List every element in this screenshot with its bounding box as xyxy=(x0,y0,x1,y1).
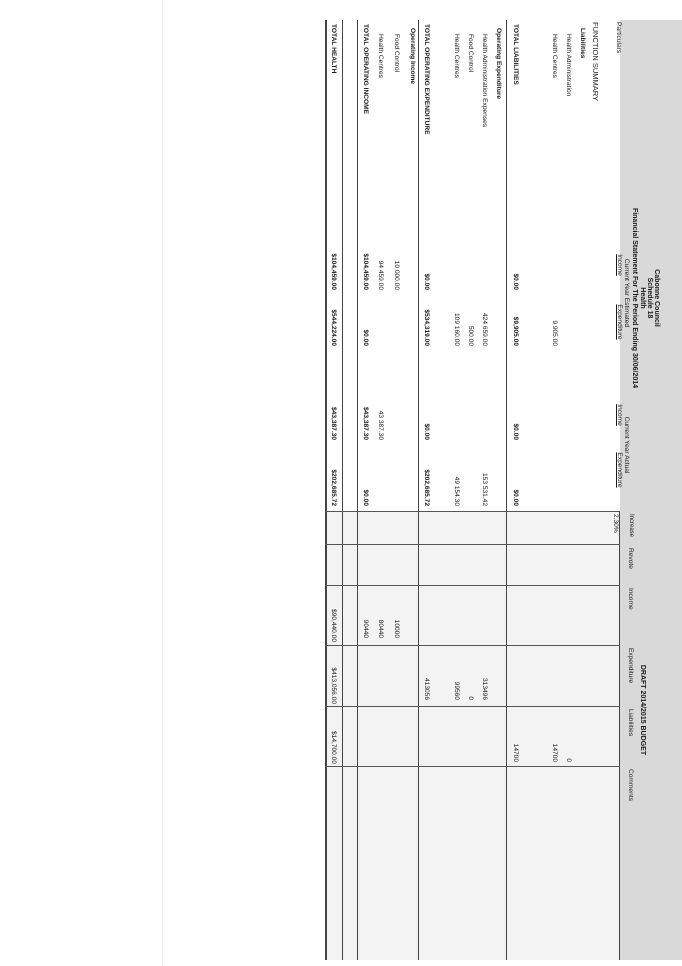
est-exp-health-centres-liab: 9 905.00 xyxy=(551,320,558,346)
total-income-rule xyxy=(357,20,358,960)
act-inc-total-health: $43,387.30 xyxy=(330,406,337,440)
est-inc-total-operating-income: $104,459.00 xyxy=(362,253,369,290)
draft-inc-total-health: $90,440.00 xyxy=(330,608,337,642)
draft-inc-total-operating-income: 90440 xyxy=(362,619,369,638)
col-divider-1 xyxy=(325,511,620,512)
row-food-control-exp-label: Food Control xyxy=(467,34,474,73)
schedule-number: Schedule 18 xyxy=(646,277,653,319)
draft-exp-food-control: 0 xyxy=(467,696,474,700)
revote-header: Revote xyxy=(627,548,634,569)
table-bottom-rule xyxy=(325,20,327,960)
actual-income-header: Income xyxy=(616,404,623,426)
draft-liab-health-administration: 0 xyxy=(565,758,572,762)
scan-edge-line xyxy=(162,0,163,966)
col-divider-5 xyxy=(325,706,620,707)
row-health-admin-expenses-label: Health Administration Expenses xyxy=(481,34,488,128)
row-health-administration-label: Health Administration xyxy=(565,34,572,97)
draft-liab-total-health: $14,700.00 xyxy=(330,730,337,764)
col-divider-4 xyxy=(325,645,620,646)
est-exp-health-admin-expenses: 424 659.00 xyxy=(481,312,488,346)
act-exp-total-health: $202,685.72 xyxy=(330,469,337,506)
total-expenditure-rule xyxy=(418,20,419,960)
row-health-centres-exp-label: Health Centres xyxy=(453,34,460,78)
total-operating-expenditure-label: TOTAL OPERATING EXPENDITURE xyxy=(423,24,430,135)
col-divider-3 xyxy=(325,585,620,586)
draft-budget-title: DRAFT 2014/2015 BUDGET xyxy=(639,664,646,756)
row-health-centres-inc-label: Health Centres xyxy=(377,34,384,78)
act-exp-total-operating-expenditure: $202,685.72 xyxy=(423,469,430,506)
act-inc-total-liabilities: $0.00 xyxy=(512,423,519,440)
est-exp-total-operating-expenditure: $534,319.00 xyxy=(423,309,430,346)
draft-liab-health-centres: 14700 xyxy=(551,743,558,762)
estimated-expenditure-header: Expenditure xyxy=(616,304,623,340)
actual-expenditure-header: Expenditure xyxy=(616,452,623,488)
function-name: Health xyxy=(639,287,646,309)
operating-expenditure-label: Operating Expenditure xyxy=(495,28,502,100)
act-exp-health-centres: 49 154.30 xyxy=(453,476,460,506)
act-exp-total-operating-income: $0.00 xyxy=(362,489,369,506)
expenditure-header: Expenditure xyxy=(627,648,634,684)
current-year-estimated-header: Current Year Estimated xyxy=(623,258,630,328)
draft-exp-health-centres: 99560 xyxy=(453,681,460,700)
total-health-rule xyxy=(342,20,343,960)
budget-page: Cabonne Council Schedule 18 Health Finan… xyxy=(282,20,682,960)
draft-exp-total-operating-expenditure: 413056 xyxy=(423,677,430,700)
total-operating-income-label: TOTAL OPERATING INCOME xyxy=(362,24,369,114)
draft-inc-health-centres: 80440 xyxy=(377,619,384,638)
increase-header: Increase xyxy=(628,514,634,538)
liabilities-header: Liabilities xyxy=(627,709,634,737)
est-exp-health-centres: 109 160.00 xyxy=(453,312,460,346)
row-health-centres-liab-label: Health Centres xyxy=(551,34,558,78)
draft-exp-health-admin-expenses: 313496 xyxy=(481,677,488,700)
estimated-income-header: Income xyxy=(616,254,623,276)
total-liabilities-label: TOTAL LIABILITIES xyxy=(512,24,519,85)
row-food-control-inc-label: Food Control xyxy=(393,34,400,73)
est-inc-total-operating-expenditure: $0.00 xyxy=(423,273,430,290)
increase-rate: 2.30% xyxy=(612,514,619,533)
draft-exp-total-health: $413,056.00 xyxy=(330,667,337,704)
budget-grid-shading xyxy=(327,511,620,960)
draft-inc-food-control: 10000 xyxy=(393,619,400,638)
est-inc-food-control: 10 000.00 xyxy=(393,260,400,290)
est-inc-total-health: $104,459.00 xyxy=(330,253,337,290)
statement-title: Financial Statement For The Period Endin… xyxy=(631,207,638,389)
income-header: Income xyxy=(627,588,634,610)
col-divider-2 xyxy=(325,544,620,545)
est-exp-total-operating-income: $0.00 xyxy=(362,329,369,346)
act-inc-total-operating-income: $43,387.30 xyxy=(362,406,369,440)
act-exp-total-liabilities: $0.00 xyxy=(512,489,519,506)
act-inc-health-centres: 43 387.30 xyxy=(377,410,384,440)
function-summary-label: FUNCTION SUMMARY xyxy=(591,22,600,102)
current-year-actual-header: Current Year Actual xyxy=(623,416,630,474)
est-inc-total-liabilities: $0.00 xyxy=(512,273,519,290)
act-inc-total-operating-expenditure: $0.00 xyxy=(423,423,430,440)
comments-header: Comments xyxy=(627,769,634,801)
est-inc-health-centres: 94 459.00 xyxy=(377,260,384,290)
total-liabilities-rule xyxy=(506,20,507,960)
est-exp-food-control: 500.00 xyxy=(467,325,474,346)
est-exp-total-health: $544,224.00 xyxy=(330,309,337,346)
col-divider-6 xyxy=(325,766,620,767)
act-exp-health-admin-expenses: 153 531.42 xyxy=(481,472,488,506)
council-name: Cabonne Council xyxy=(653,269,660,327)
total-health-label: TOTAL HEALTH xyxy=(330,24,337,74)
particulars-header: Particulars xyxy=(615,22,622,54)
est-exp-total-liabilities: $9,905.00 xyxy=(512,316,519,346)
draft-liab-total-liabilities: 14700 xyxy=(512,743,519,762)
liabilities-section-label: Liabilities xyxy=(579,28,586,59)
column-header-rule xyxy=(619,511,620,960)
operating-income-label: Operating Income xyxy=(409,28,416,85)
